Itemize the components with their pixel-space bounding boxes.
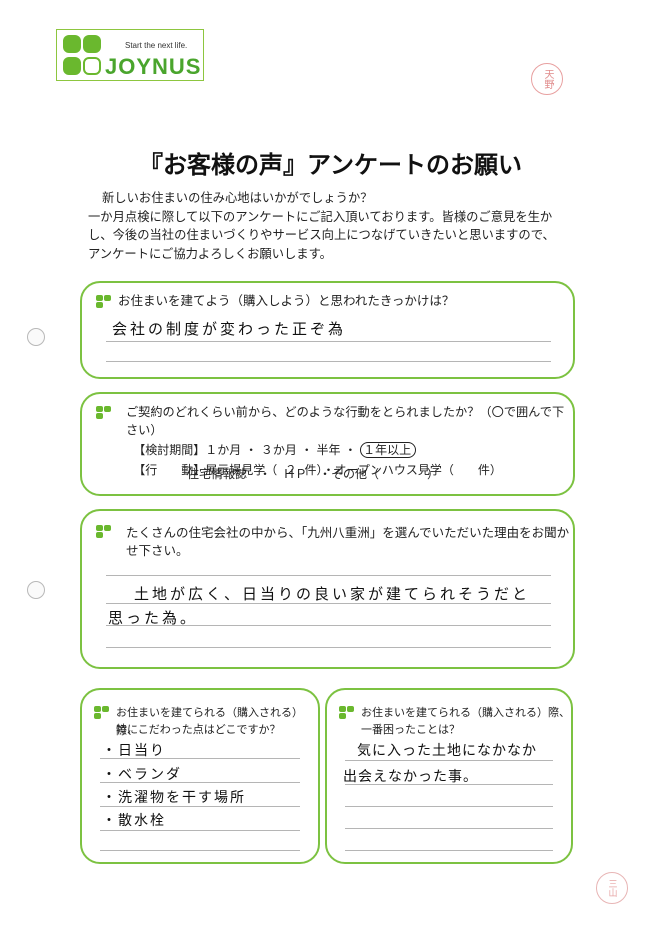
handwritten-answer: ・日当り bbox=[102, 743, 166, 759]
logo-wordmark: JOYNUS bbox=[105, 54, 202, 79]
question-box-activity: ご契約のどれくらい前から、どのような行動をとられましたか？（〇で囲んで下さい） … bbox=[80, 392, 575, 496]
action-options-2: 住宅情報誌 ・ ＨＰ ・その他（ ） bbox=[187, 467, 440, 481]
question-box-difficulty: お住まいを建てられる（購入される）際、 一番困ったことは？ 気に入った土地になか… bbox=[325, 688, 573, 864]
question-box-reason: たくさんの住宅会社の中から、「九州八重洲」を選んでいただいた理由をお聞か せ下さ… bbox=[80, 509, 575, 669]
question-text: ご契約のどれくらい前から、どのような行動をとられましたか？（〇で囲んで下さい） bbox=[126, 405, 565, 437]
answer-line bbox=[345, 828, 553, 829]
clover-icon bbox=[96, 525, 114, 539]
handwritten-answer: ・ベランダ bbox=[102, 767, 182, 783]
punch-hole-lower bbox=[27, 581, 45, 599]
clover-icon bbox=[96, 295, 114, 309]
answer-line bbox=[345, 850, 553, 851]
answer-line bbox=[106, 625, 551, 626]
handwritten-answer: ・散水栓 bbox=[102, 813, 166, 829]
action-label: 【行 動】 bbox=[133, 463, 206, 477]
intro-line: 新しいお住まいの住み心地はいかがでしょうか？ bbox=[102, 191, 373, 205]
answer-line bbox=[100, 758, 300, 759]
answer-line bbox=[345, 760, 553, 761]
handwritten-answer: 思った為。 bbox=[108, 609, 199, 627]
answer-line bbox=[345, 806, 553, 807]
answer-line bbox=[106, 647, 551, 648]
question-text: お住まいを建てよう（購入しよう）と思われたきっかけは？ bbox=[118, 293, 455, 308]
handwritten-answer: 土地が広く、日当りの良い家が建てられそうだと bbox=[134, 585, 531, 603]
joynus-logo: Start the next life. JOYNUS bbox=[56, 29, 204, 81]
approval-stamp: 天野 bbox=[531, 63, 563, 95]
answer-line bbox=[106, 603, 551, 604]
intro-line: アンケートにご協力よろしくお願いします。 bbox=[88, 246, 332, 261]
clover-icon bbox=[96, 406, 114, 420]
answer-line bbox=[100, 830, 300, 831]
page-title: 『お客様の声』アンケートのお願い bbox=[138, 151, 523, 179]
period-options: １か月 ・ ３か月 ・ 半年 ・ bbox=[205, 443, 361, 457]
question-text: たくさんの住宅会社の中から、「九州八重洲」を選んでいただいた理由をお聞か bbox=[126, 525, 570, 540]
answer-line bbox=[106, 361, 551, 362]
period-label: 【検討期間】 bbox=[133, 443, 206, 457]
question-text: 特にこだわった点はどこですか？ bbox=[116, 723, 281, 736]
question-box-trigger: お住まいを建てよう（購入しよう）と思われたきっかけは？ 会社の制度が変わった正ぞ… bbox=[80, 281, 575, 379]
answer-line bbox=[106, 575, 551, 576]
intro-text: 新しいお住まいの住み心地はいかがでしょうか？ 一か月点検に際して以下のアンケート… bbox=[88, 189, 588, 263]
punch-hole-upper bbox=[27, 328, 45, 346]
answer-line bbox=[100, 850, 300, 851]
answer-line bbox=[100, 782, 300, 783]
period-selected-circled: １年以上 bbox=[360, 442, 417, 458]
intro-line: 一か月点検に際して以下のアンケートにご記入頂いております。皆様のご意見を生か bbox=[88, 209, 553, 224]
action-options: 展示場見学（ ２ 件）・オープンハウス見学（ 件） bbox=[205, 463, 502, 477]
logo-tagline: Start the next life. bbox=[125, 41, 188, 50]
answer-line bbox=[100, 806, 300, 807]
question-text: お住まいを建てられる（購入される）際、 bbox=[116, 706, 303, 737]
question-text: 一番困ったことは？ bbox=[361, 723, 460, 736]
answer-line bbox=[106, 341, 551, 342]
answer-line bbox=[345, 784, 553, 785]
handwritten-answer: 会社の制度が変わった正ぞ為 bbox=[112, 320, 347, 338]
clover-icon bbox=[339, 706, 357, 720]
question-box-priority: お住まいを建てられる（購入される）際、 特にこだわった点はどこですか？ ・日当り… bbox=[80, 688, 320, 864]
handwritten-answer: 気に入った土地になかなか bbox=[357, 743, 537, 759]
intro-line: し、今後の当社の住まいづくりやサービス向上につなげていきたいと思いますので、 bbox=[88, 228, 555, 242]
inspector-stamp: 三山 bbox=[596, 872, 628, 904]
handwritten-answer: ・洗濯物を干す場所 bbox=[102, 790, 246, 806]
question-text: せ下さい。 bbox=[126, 543, 189, 558]
question-text: お住まいを建てられる（購入される）際、 bbox=[361, 706, 570, 719]
clover-icon bbox=[94, 706, 112, 720]
handwritten-answer: 出会えなかった事。 bbox=[343, 769, 478, 785]
